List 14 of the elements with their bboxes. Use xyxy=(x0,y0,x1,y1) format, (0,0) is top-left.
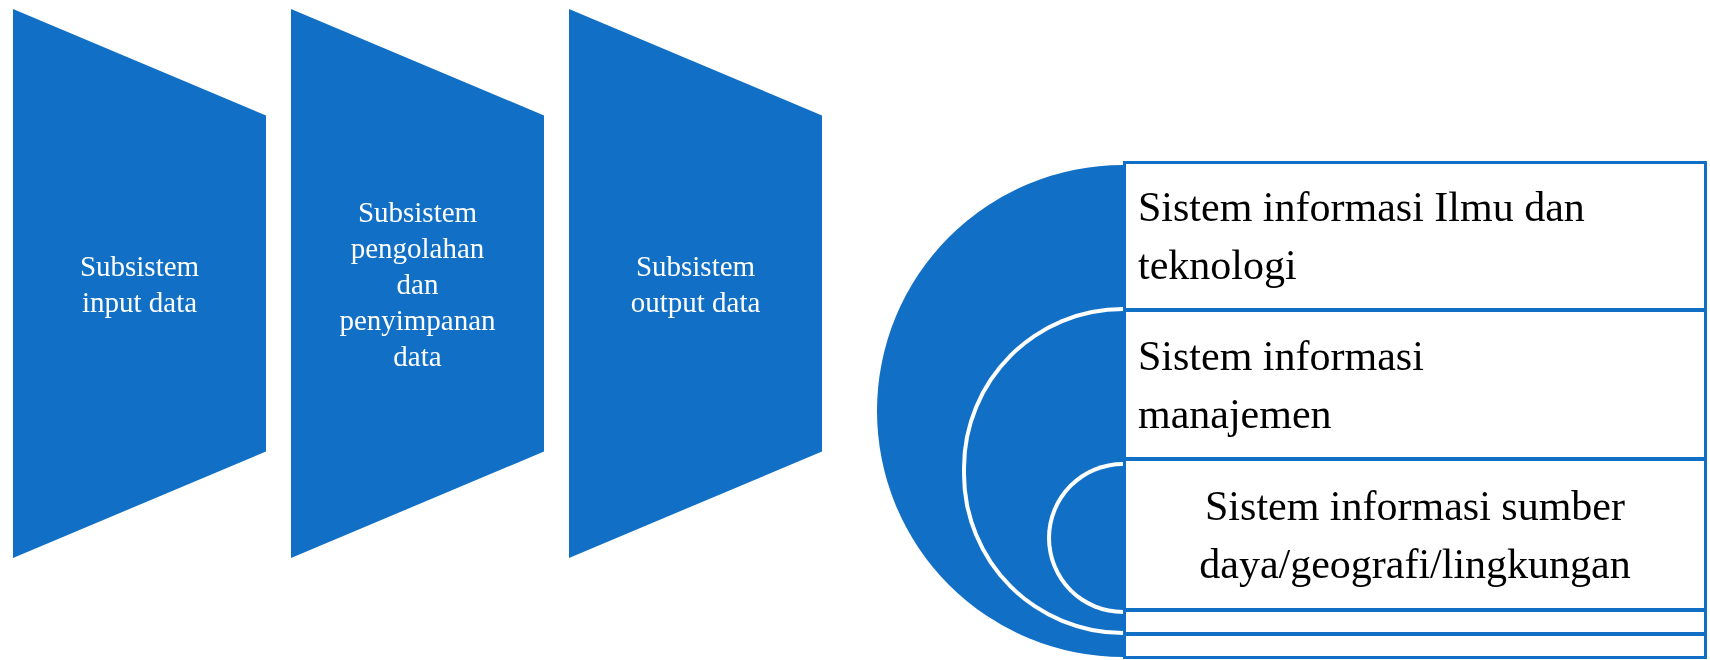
shape-label: Subsistem pengolahan dan penyimpanan data xyxy=(338,194,497,374)
text-row-box xyxy=(1123,309,1707,460)
text-row-box xyxy=(1123,458,1707,611)
empty-row-box xyxy=(1123,609,1707,635)
empty-row-box xyxy=(1123,633,1707,659)
funnel-shape xyxy=(13,9,266,558)
funnel-shape xyxy=(291,9,544,558)
row-label: Sistem informasi Ilmu dan teknologi xyxy=(1138,183,1586,290)
row-label: Sistem informasi sumber daya/geografi/lingkungan xyxy=(1198,481,1632,589)
funnel-shape xyxy=(569,9,822,558)
text-row-box xyxy=(1123,161,1707,311)
shape-label: Subsistem output data xyxy=(629,248,762,320)
shape-label: Subsistem input data xyxy=(78,248,201,320)
row-label: Sistem informasi manajemen xyxy=(1138,331,1425,439)
